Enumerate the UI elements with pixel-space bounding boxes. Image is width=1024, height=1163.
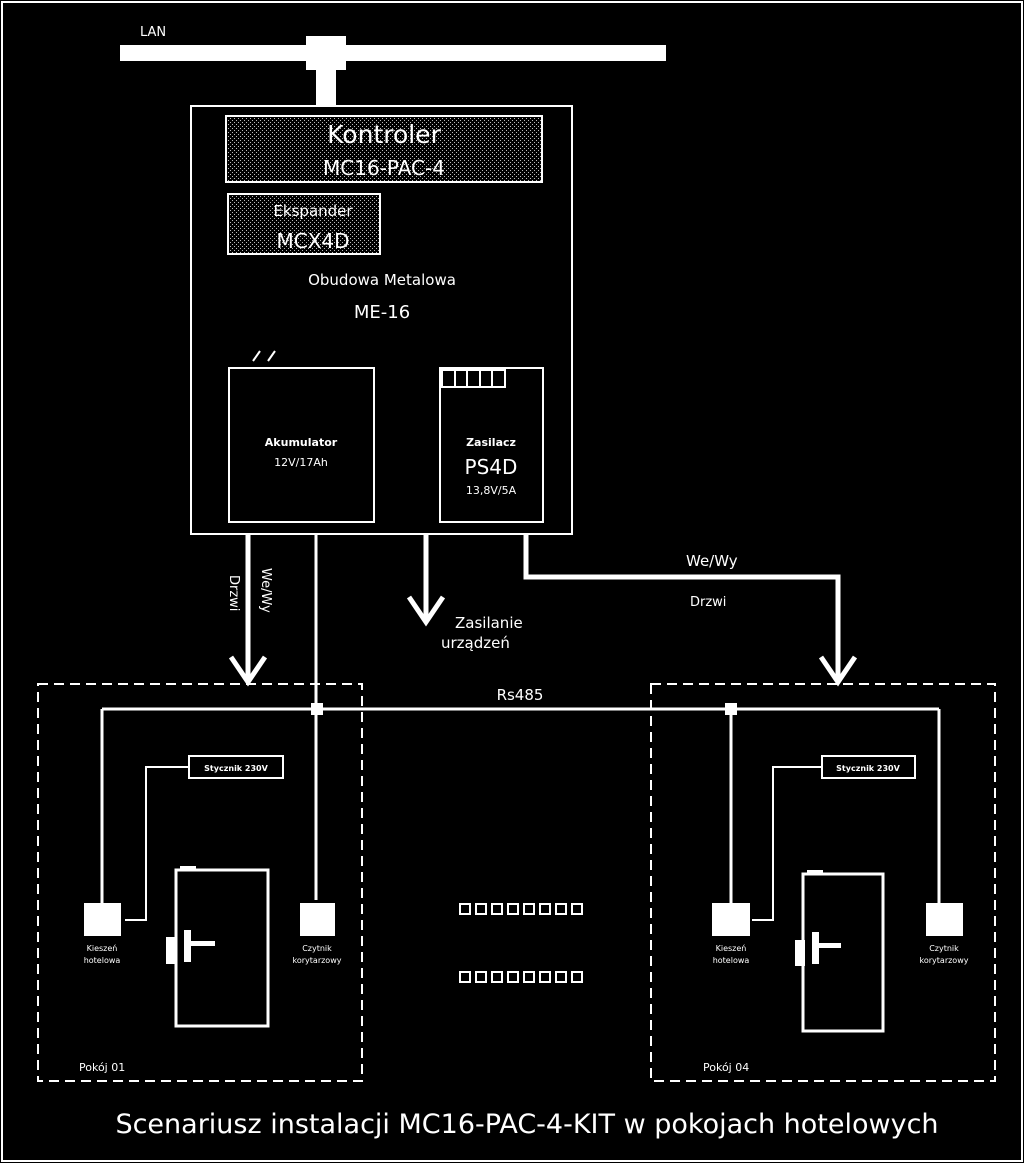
expander-box: Ekspander MCX4D <box>227 193 381 255</box>
housing-title: Obudowa Metalowa <box>308 271 456 289</box>
bus-junction-left <box>311 703 323 715</box>
psu-terminal-block <box>441 369 506 388</box>
battery-box: Akumulator 12V/17Ah <box>228 350 375 523</box>
room-01-contactor-label: Stycznik 230V <box>204 764 268 773</box>
controller-model: MC16-PAC-4 <box>323 156 445 180</box>
lan-bus: LAN <box>120 25 666 106</box>
room-01: Pokój 01 Stycznik 230V Kieszeń hotelowa … <box>37 683 363 1082</box>
room-04: Pokój 04 Stycznik 230V Kieszeń hotelowa … <box>650 683 996 1082</box>
expander-title: Ekspander <box>273 202 353 220</box>
room-04-corridor-reader <box>926 903 963 936</box>
room-01-contactor <box>188 755 284 779</box>
power-supply-arrow: Zasilanie urządzeń <box>406 535 523 652</box>
right-doors-label: Drzwi <box>690 595 726 610</box>
more-rooms-indicator <box>459 903 583 983</box>
room-04-pocket-line2: hotelowa <box>713 956 750 965</box>
room-01-name: Pokój 01 <box>79 1061 125 1074</box>
enclosure-me16: Kontroler MC16-PAC-4 Ekspander MCX4D Obu… <box>190 105 573 535</box>
room-04-reader-line2: korytarzowy <box>920 956 969 965</box>
room-01-reader-line1: Czytnik <box>302 944 332 953</box>
right-doors-cable: We/Wy Drzwi <box>523 534 858 687</box>
power-label-line2: urządzeń <box>441 634 510 652</box>
room-01-door-icon <box>166 866 270 1028</box>
room-01-corridor-reader <box>300 903 335 936</box>
right-io-label: We/Wy <box>686 552 738 570</box>
lan-label: LAN <box>140 25 166 40</box>
battery-title: Akumulator <box>265 436 338 449</box>
psu-spec: 13,8V/5A <box>466 484 517 497</box>
rs485-bus: Rs485 <box>102 686 939 715</box>
left-doors-label: Drzwi <box>226 575 241 611</box>
room-04-contactor-label: Stycznik 230V <box>836 764 900 773</box>
controller-box: Kontroler MC16-PAC-4 <box>225 115 543 183</box>
room-04-pocket-line1: Kieszeń <box>716 944 747 953</box>
psu-title: Zasilacz <box>466 436 516 449</box>
room-04-reader-line1: Czytnik <box>929 944 959 953</box>
room-01-pocket-line1: Kieszeń <box>87 944 118 953</box>
controller-title: Kontroler <box>327 120 441 149</box>
room-04-name: Pokój 04 <box>703 1061 749 1074</box>
room-01-hotel-pocket <box>84 903 121 936</box>
room-04-hotel-pocket <box>712 903 750 936</box>
rs485-label: Rs485 <box>497 686 544 704</box>
room-01-reader-line2: korytarzowy <box>293 956 342 965</box>
psu-model: PS4D <box>465 455 518 479</box>
power-label-line1: Zasilanie <box>455 614 523 632</box>
battery-spec: 12V/17Ah <box>274 456 328 469</box>
expander-model: MCX4D <box>276 229 349 253</box>
psu-box: Zasilacz PS4D 13,8V/5A <box>439 367 544 523</box>
left-io-label: We/Wy <box>258 568 273 613</box>
room-04-door-icon <box>795 870 885 1033</box>
housing-model: ME-16 <box>354 302 410 323</box>
left-doors-cable: Drzwi We/Wy <box>226 535 273 687</box>
bus-junction-right <box>725 703 737 715</box>
diagram-caption: Scenariusz instalacji MC16-PAC-4-KIT w p… <box>115 1109 938 1140</box>
room-01-pocket-line2: hotelowa <box>84 956 121 965</box>
room-04-contactor <box>821 755 916 779</box>
